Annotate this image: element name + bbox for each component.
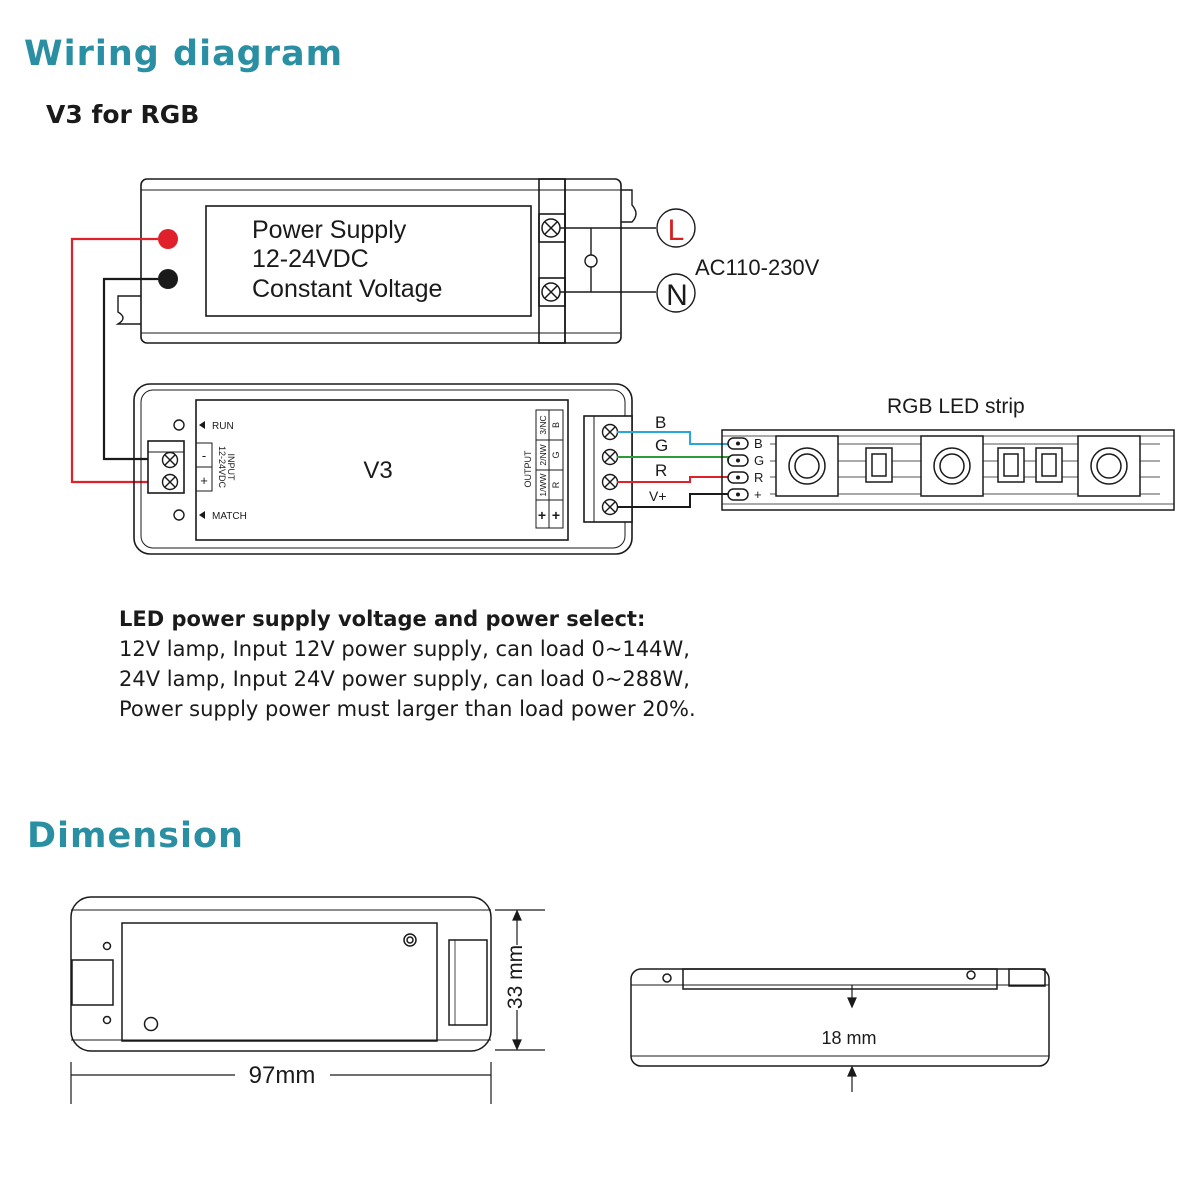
input-minus-label: - (202, 448, 206, 463)
wire-label-g: G (655, 436, 668, 455)
input-plus-label: + (200, 473, 208, 488)
strip-pin-g: G (754, 453, 764, 468)
height-dimension-line (495, 909, 545, 1051)
model-subheading: V3 for RGB (46, 100, 200, 129)
power-select-notes: LED power supply voltage and power selec… (119, 604, 696, 724)
wire-label-b: B (655, 413, 666, 432)
power-supply-title: Power Supply (252, 216, 407, 244)
positive-output-wire (617, 493, 728, 508)
output-col-nc: 3/NC (538, 415, 548, 434)
controller-name: V3 (363, 457, 392, 484)
length-dimension-label: 97mm (249, 1062, 316, 1089)
output-col-nw: 2/NW (538, 444, 548, 465)
output-row-g: G (551, 451, 561, 458)
live-label: L (668, 214, 685, 247)
output-plus-left: + (538, 507, 546, 523)
wire-label-v: V+ (649, 488, 667, 504)
ac-voltage-label: AC110-230V (695, 255, 820, 280)
length-dimension-line (70, 1062, 492, 1104)
led-strip-title: RGB LED strip (887, 395, 1025, 418)
ac-wires (560, 208, 696, 313)
height-dimension-label: 33 mm (504, 945, 527, 1009)
strip-pin-r: R (754, 470, 763, 485)
live-terminal-screw (541, 218, 561, 238)
led-strip (721, 429, 1175, 511)
red-output-wire (617, 476, 728, 483)
output-col-ww: 1/WW (538, 473, 548, 496)
neutral-label: N (666, 279, 688, 312)
strip-pin-plus: + (754, 487, 762, 502)
neutral-terminal-screw (541, 282, 561, 302)
output-plus-right: + (552, 507, 560, 523)
side-view-drawing (630, 968, 1050, 1067)
notes-line-margin: Power supply power must larger than load… (119, 697, 696, 721)
input-terminal-screws (161, 451, 179, 491)
depth-dimension-label: 18 mm (821, 1028, 876, 1048)
strip-pin-b: B (754, 436, 763, 451)
output-row-r: R (551, 481, 561, 488)
wiring-diagram-heading: Wiring diagram (24, 34, 344, 74)
dc-negative-terminal (158, 269, 178, 289)
notes-line-24v: 24V lamp, Input 24V power supply, can lo… (119, 667, 690, 691)
notes-title: LED power supply voltage and power selec… (119, 607, 646, 631)
input-voltage-label: 12-24VDC (217, 446, 227, 489)
green-wire (617, 456, 729, 461)
power-supply-type: Constant Voltage (252, 275, 442, 303)
output-terminal-screws (601, 423, 619, 516)
match-label: MATCH (212, 511, 247, 522)
dimension-heading: Dimension (27, 816, 244, 856)
power-supply (115, 178, 637, 344)
black-wire (102, 277, 166, 461)
output-row-b: B (551, 422, 561, 428)
blue-wire (617, 431, 728, 445)
run-label: RUN (212, 421, 234, 432)
wire-label-r: R (655, 461, 667, 480)
run-indicator (173, 419, 185, 431)
run-arrow-icon (199, 421, 205, 429)
top-view-drawing (70, 896, 492, 1052)
match-button[interactable] (173, 509, 185, 521)
depth-dimension-line (847, 985, 857, 1092)
power-supply-voltage: 12-24VDC (252, 245, 369, 273)
notes-line-12v: 12V lamp, Input 12V power supply, can lo… (119, 637, 690, 661)
dc-positive-terminal (158, 229, 178, 249)
output-label: OUTPUT (523, 450, 533, 488)
match-arrow-icon (199, 511, 205, 519)
red-wire (70, 237, 166, 484)
input-label: INPUT (226, 454, 236, 482)
